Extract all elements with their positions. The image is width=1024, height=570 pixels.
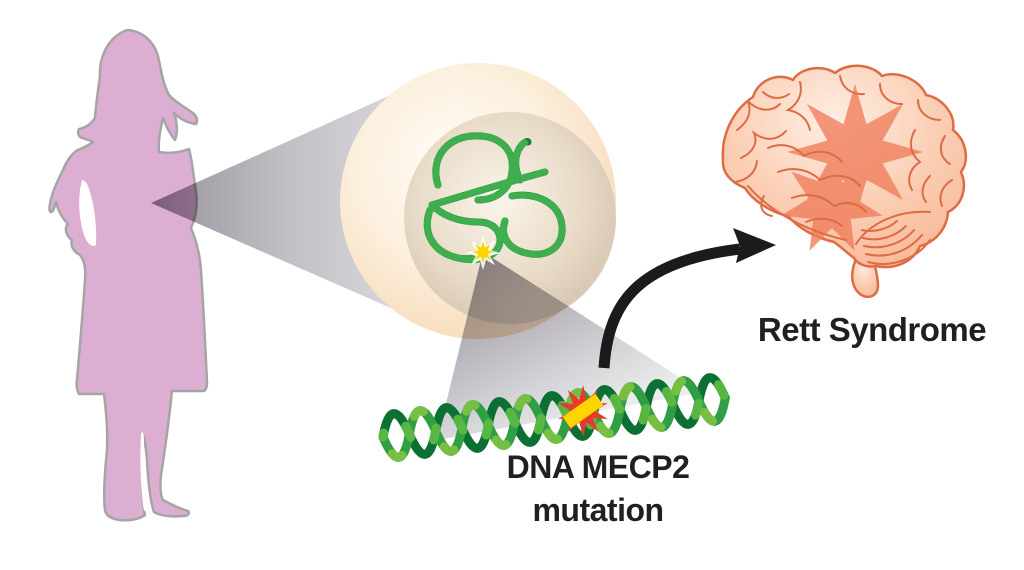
dna-mutation-star-icon (558, 385, 608, 437)
brain-icon (721, 64, 968, 298)
curved-arrow-icon (598, 228, 776, 369)
brain-starburst-icon (781, 84, 923, 251)
brain-caption: Rett Syndrome (758, 311, 986, 348)
brain-cerebellum-ridges (861, 220, 931, 265)
brain-gyri-lines (734, 75, 953, 245)
dna-helix-icon (378, 373, 730, 462)
chromatin-strand-icon (423, 132, 566, 264)
nucleus-mutation-star-icon (465, 235, 501, 271)
girl-silhouette-icon (48, 28, 209, 522)
dna-caption-line1: DNA MECP2 (507, 449, 690, 485)
cell-icon (340, 63, 616, 339)
girl-leg-gap (140, 432, 146, 512)
dna-caption-line2: mutation (532, 492, 663, 528)
girl-arm-gap (79, 180, 97, 246)
cell-nucleus (404, 112, 616, 324)
